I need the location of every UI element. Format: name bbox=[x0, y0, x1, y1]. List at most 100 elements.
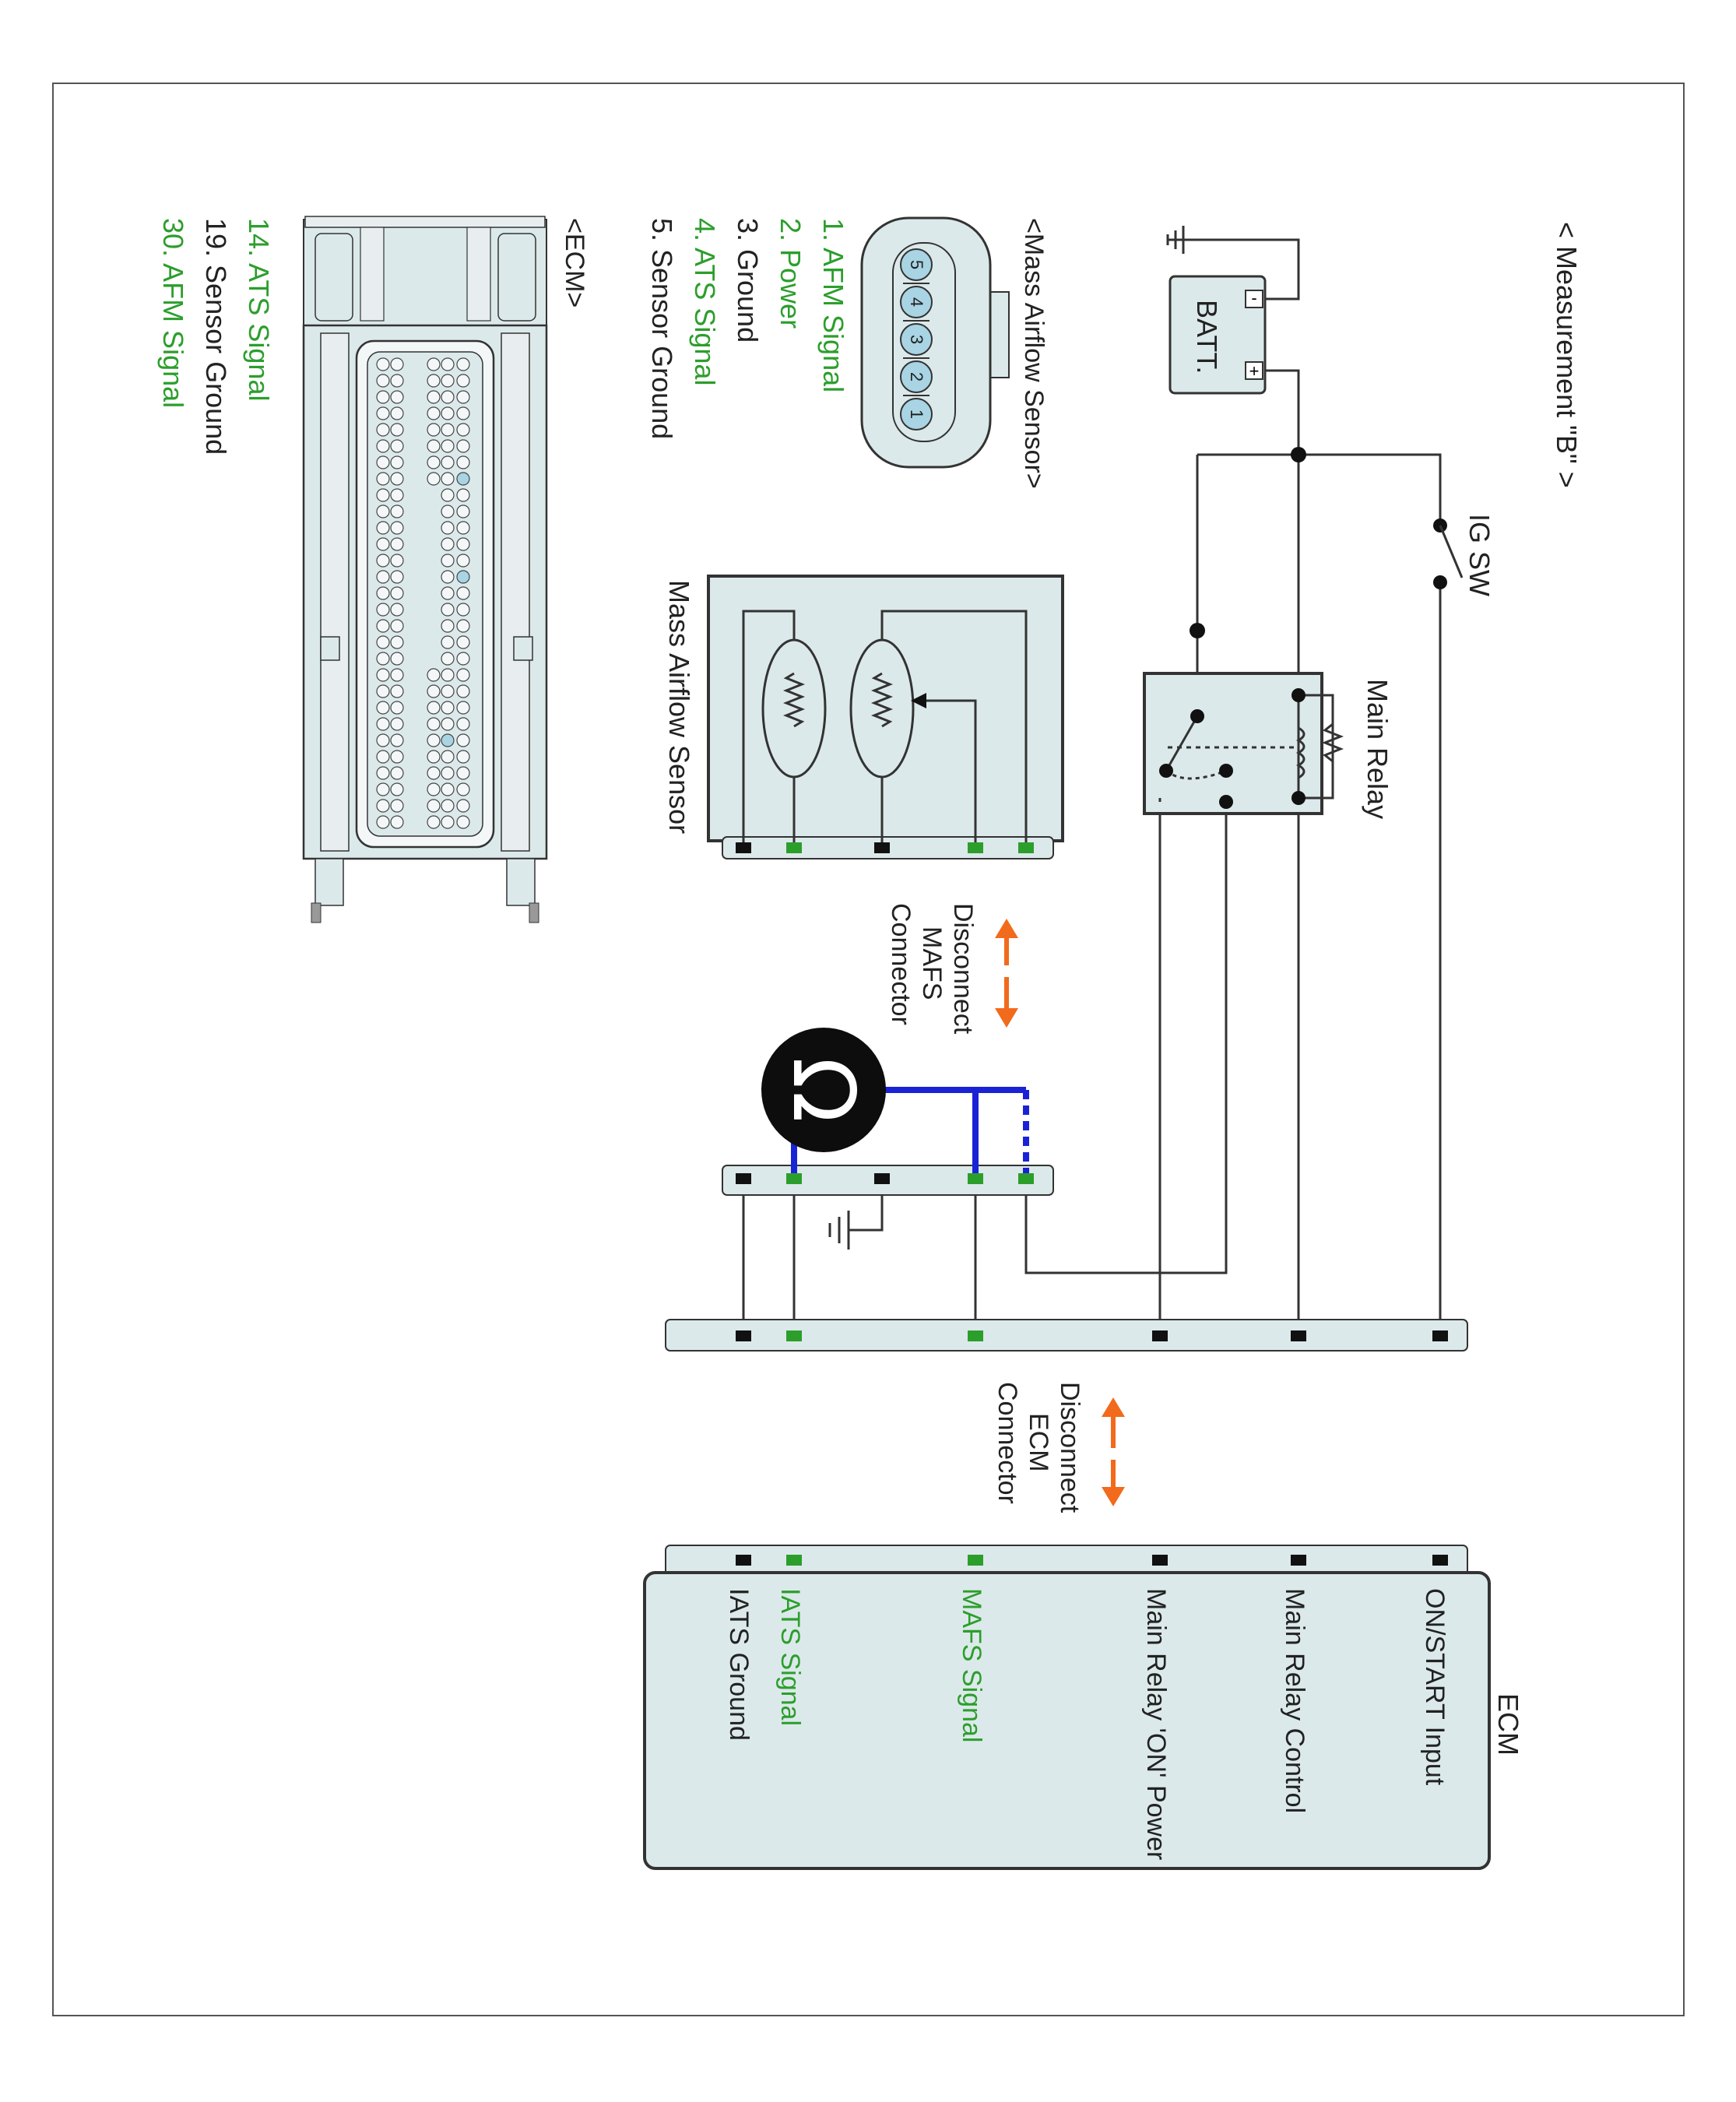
mafs-connector-pin-number: 4 bbox=[907, 297, 926, 307]
ecm-connector-pin bbox=[427, 684, 441, 698]
ecm-connector-pin bbox=[441, 406, 455, 420]
ecm-connector-pin bbox=[427, 815, 441, 829]
ecm-connector-pin bbox=[427, 423, 441, 437]
ecm-connector-pin bbox=[427, 766, 441, 780]
ohm-icon: Ω bbox=[774, 1057, 873, 1123]
relay-contact bbox=[1291, 688, 1306, 702]
ecm-connector-pin bbox=[427, 701, 441, 715]
disconnect-mafs-arrow bbox=[995, 919, 1018, 1028]
ecm-connector-pin bbox=[376, 799, 390, 813]
ecm-connector-pin bbox=[376, 521, 390, 535]
ecm-connector-pin bbox=[441, 439, 455, 453]
ecm-connector-pin bbox=[390, 423, 404, 437]
battery-positive-terminal bbox=[1245, 361, 1263, 380]
ecm-pin-label-main-relay-control: Main Relay Control bbox=[1280, 1588, 1309, 1813]
ecm-connector-pin bbox=[441, 357, 455, 371]
ecm-connector-pin bbox=[441, 537, 455, 551]
ecm-connector-pin bbox=[376, 815, 390, 829]
ecm-connector-pin bbox=[376, 504, 390, 518]
ecm-connector-pin bbox=[456, 766, 470, 780]
ecm-connector-pin bbox=[390, 766, 404, 780]
mafs-pins bbox=[736, 842, 1034, 853]
ecm-connector-pin bbox=[441, 554, 455, 568]
harness-ground-symbol bbox=[828, 1211, 850, 1250]
svg-text:MAFS: MAFS bbox=[917, 926, 947, 1000]
ecm-connector-pin bbox=[456, 357, 470, 371]
relay-contact bbox=[1159, 764, 1173, 778]
ecm-connector-pin bbox=[376, 684, 390, 698]
svg-text:Disconnect: Disconnect bbox=[1055, 1382, 1084, 1513]
ecm-connector-pin bbox=[390, 782, 404, 796]
ecm-connector-pin bbox=[441, 782, 455, 796]
battery-ground-symbol bbox=[1166, 226, 1185, 254]
ecm-connector-pin bbox=[427, 782, 441, 796]
ecm-connector-pin bbox=[390, 406, 404, 420]
ecm-pins bbox=[736, 1555, 1448, 1566]
ecm-connector-pin bbox=[376, 406, 390, 420]
ecm-connector-pin bbox=[441, 766, 455, 780]
mafs-connector-pin-number: 5 bbox=[907, 260, 926, 269]
mafs-connector-pin-number: 1 bbox=[907, 410, 926, 419]
ecm-block bbox=[643, 1571, 1491, 1870]
ecm-pin-label-iats-ground: IATS Ground bbox=[724, 1588, 754, 1741]
ecm-connector-pin bbox=[390, 439, 404, 453]
ecm-connector-pin bbox=[376, 455, 390, 469]
ecm-connector-pin bbox=[456, 423, 470, 437]
ecm-connector-pin bbox=[376, 733, 390, 747]
ecm-connector-pin bbox=[390, 684, 404, 698]
ecm-connector-pin bbox=[427, 668, 441, 682]
ecm-connector-pin bbox=[376, 619, 390, 633]
relay-contact bbox=[1190, 709, 1204, 723]
ecm-connector-pin bbox=[390, 635, 404, 649]
ecm-connector-pin bbox=[456, 799, 470, 813]
ecm-connector-pin bbox=[456, 603, 470, 617]
ecm-connector-pin bbox=[441, 504, 455, 518]
ecm-connector-pin bbox=[441, 652, 455, 666]
mafs-pin-label: 5. Sensor Ground bbox=[646, 218, 678, 439]
ecm-connector-pin bbox=[376, 782, 390, 796]
battery bbox=[1168, 275, 1267, 395]
disconnect-mafs-label: Disconnect MAFS Connector bbox=[886, 903, 978, 1035]
ig-switch-label: IG SW bbox=[1464, 514, 1495, 596]
ecm-connector-pin bbox=[376, 537, 390, 551]
ecm-connector-pin bbox=[390, 717, 404, 731]
ecm-connector-pin bbox=[376, 488, 390, 502]
relay-contact bbox=[1291, 791, 1306, 805]
relay-contact bbox=[1219, 795, 1233, 809]
ecm-connector-pin bbox=[441, 603, 455, 617]
ecm-connector-pin bbox=[456, 554, 470, 568]
ecm-connector-pin bbox=[376, 652, 390, 666]
ecm-connector-pin bbox=[390, 554, 404, 568]
battery-negative-sign: - bbox=[1251, 288, 1256, 308]
mafs-connector-pin-number: 3 bbox=[907, 335, 926, 344]
mafs-pin-label: 4. ATS Signal bbox=[689, 218, 721, 385]
ecm-connector-pin bbox=[441, 488, 455, 502]
ecm-connector-pin-list: 14. ATS Signal 19. Sensor Ground 30. AFM… bbox=[157, 218, 275, 455]
svg-text:ECM: ECM bbox=[1024, 1413, 1053, 1472]
mafs-connector-face: 5 4 3 2 1 bbox=[860, 216, 1010, 469]
ecm-connector-pin bbox=[456, 635, 470, 649]
ecm-connector-pin bbox=[427, 374, 441, 388]
ecm-connector-pin bbox=[456, 701, 470, 715]
ecm-connector-pin bbox=[456, 374, 470, 388]
ecm-connector-pin bbox=[441, 635, 455, 649]
ecm-connector-pin bbox=[456, 684, 470, 698]
disconnect-ecm-label: Disconnect ECM Connector bbox=[993, 1382, 1084, 1513]
ecm-connector-pin bbox=[456, 668, 470, 682]
ecm-connector-pin bbox=[427, 717, 441, 731]
ecm-connector-pin bbox=[390, 652, 404, 666]
ecm-connector-pin bbox=[441, 472, 455, 486]
ecm-connector-pin bbox=[441, 668, 455, 682]
ecm-connector-pin bbox=[376, 635, 390, 649]
ecm-connector-pin bbox=[441, 799, 455, 813]
junction-dot bbox=[1291, 447, 1306, 462]
ecm-connector-pin bbox=[376, 766, 390, 780]
ecm-connector-pin-label: 19. Sensor Ground bbox=[200, 218, 232, 455]
ecm-connector-pin bbox=[376, 472, 390, 486]
ecm-connector-pin bbox=[390, 357, 404, 371]
battery-label: BATT. bbox=[1191, 300, 1223, 374]
ecm-connector-pin bbox=[427, 439, 441, 453]
ecm-connector-pin bbox=[456, 472, 470, 486]
ig-switch bbox=[1433, 518, 1464, 589]
